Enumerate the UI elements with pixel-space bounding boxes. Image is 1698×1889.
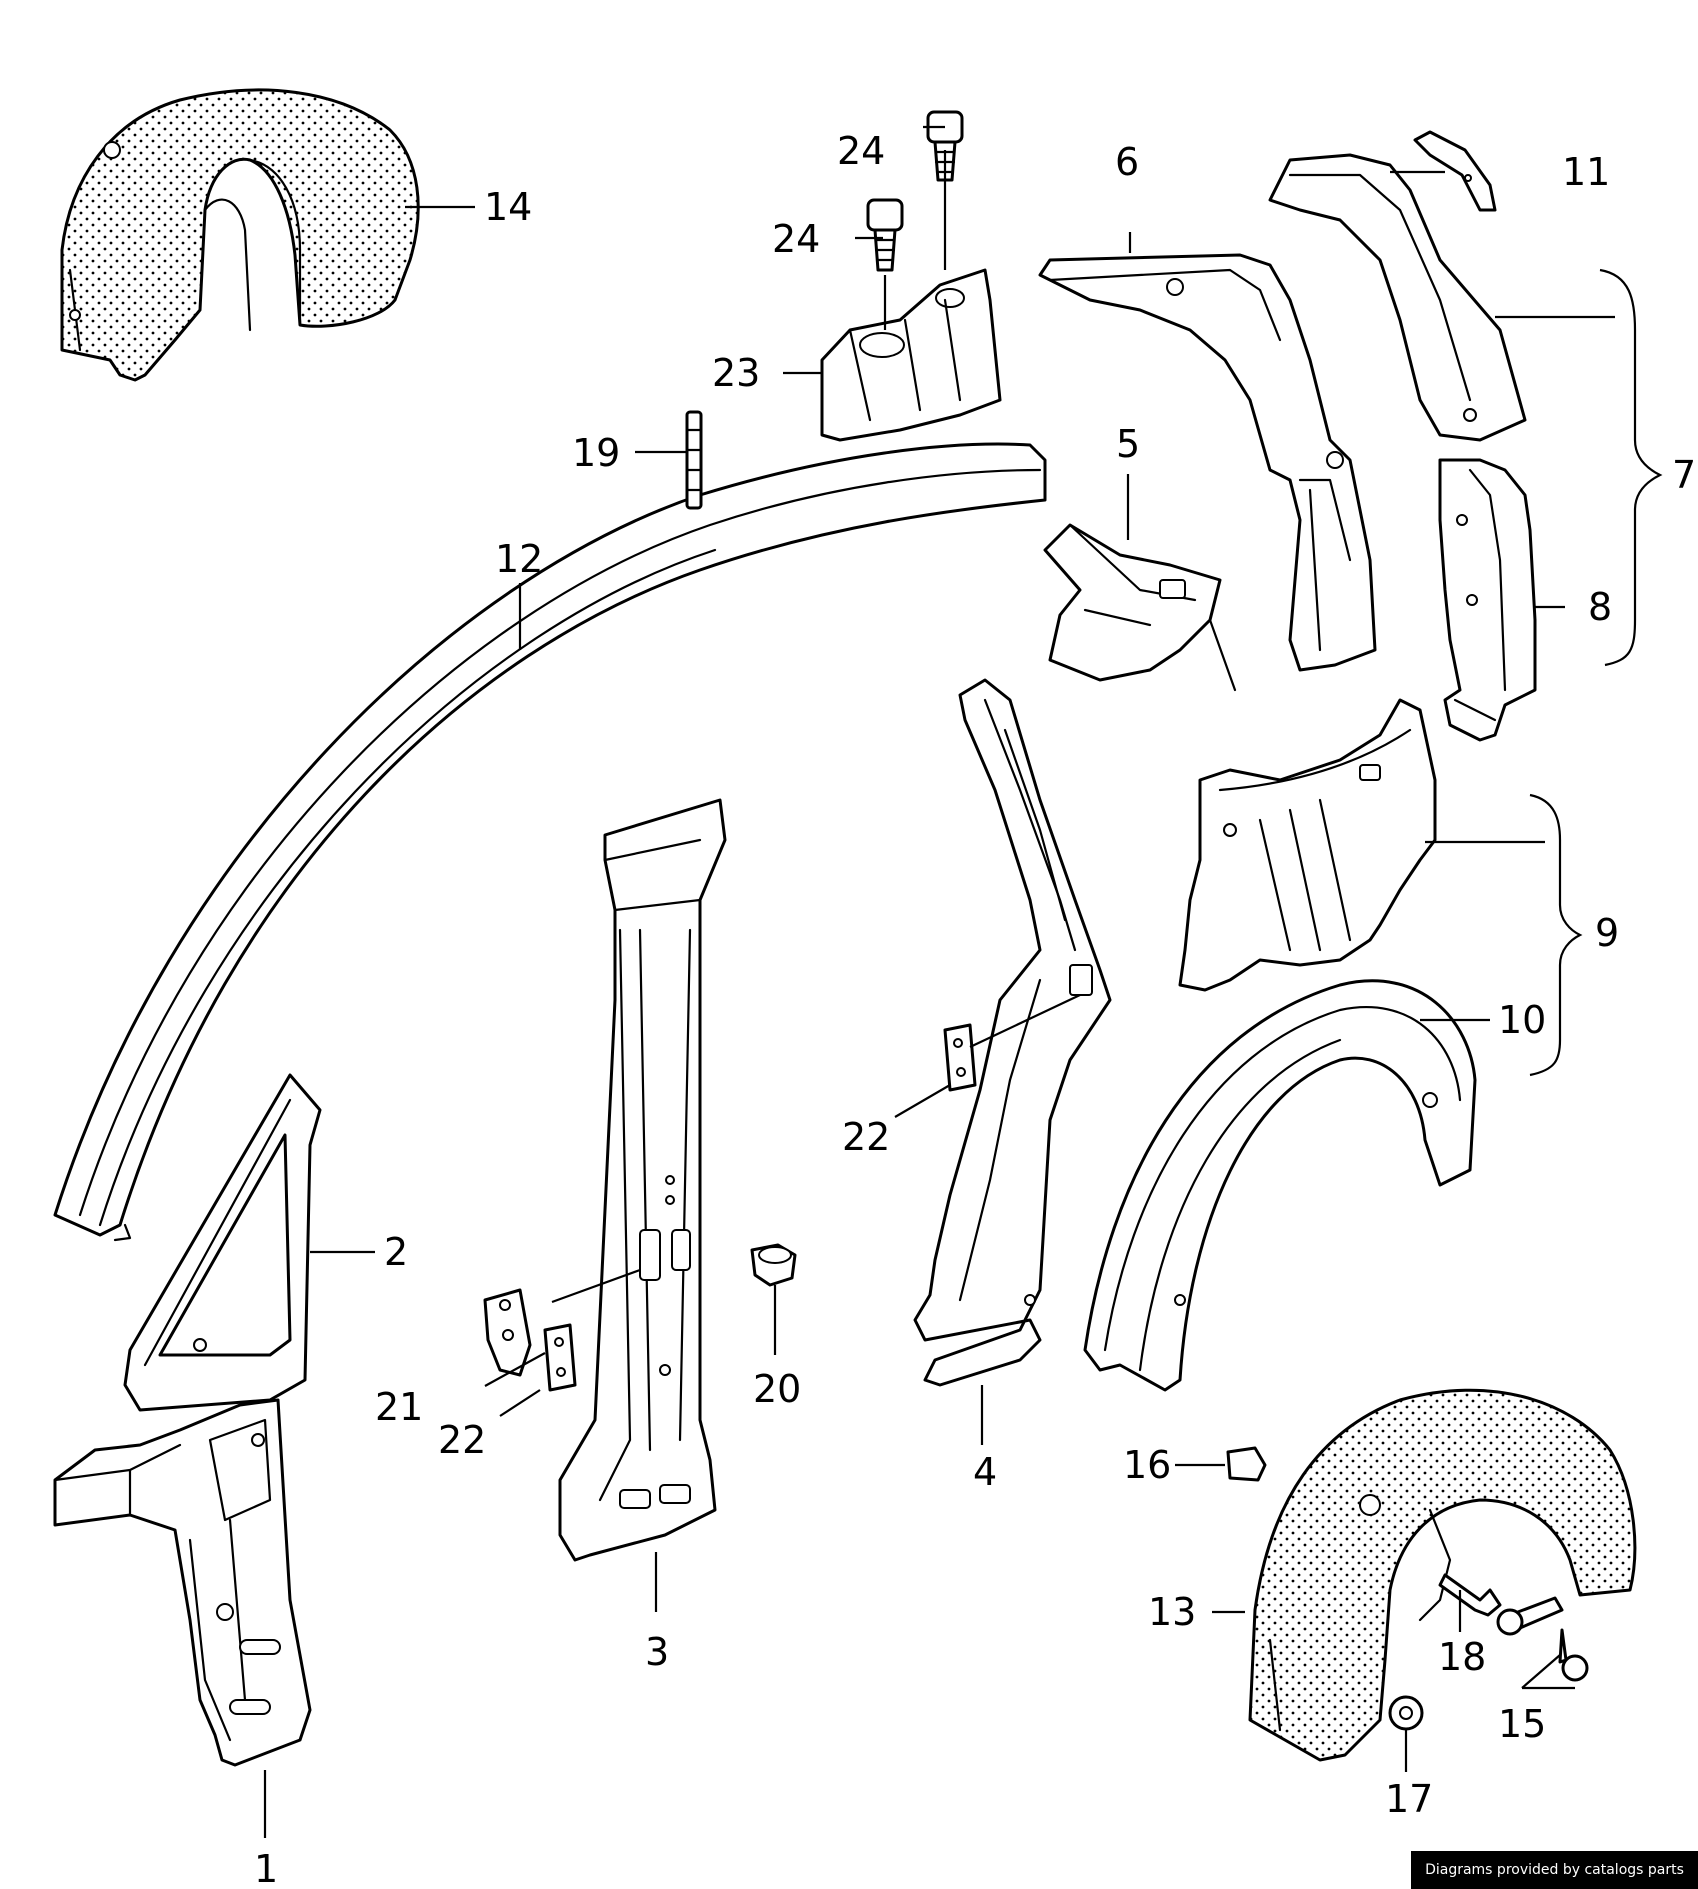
callout-22-left: 22	[438, 1418, 486, 1462]
bolt-24-lower	[866, 198, 904, 272]
bracket-5	[1043, 523, 1237, 692]
screw-18	[1438, 1573, 1502, 1617]
callout-2: 2	[384, 1230, 408, 1274]
stud-19	[685, 410, 703, 510]
callout-13: 13	[1148, 1590, 1196, 1634]
a-pillar-lower-1	[53, 1398, 312, 1767]
callout-18: 18	[1438, 1635, 1486, 1679]
callout-17: 17	[1385, 1777, 1433, 1821]
callout-9: 9	[1595, 911, 1619, 955]
callout-20: 20	[753, 1367, 801, 1411]
callout-15: 15	[1498, 1702, 1546, 1746]
screw-15a	[1496, 1596, 1564, 1636]
clip-16	[1226, 1446, 1267, 1482]
callout-12: 12	[495, 537, 543, 581]
wheel-arch-outer-10	[1083, 979, 1477, 1392]
callout-3: 3	[645, 1630, 669, 1674]
trim-strip-11	[1413, 130, 1497, 212]
callout-labels: 14 24 24 23 19 12 6 5 11 7 8 9 10 2 22 2…	[254, 129, 1696, 1889]
plug-20	[750, 1243, 797, 1287]
callout-14: 14	[484, 185, 532, 229]
bracket-21	[483, 1288, 532, 1377]
callout-4: 4	[973, 1450, 997, 1494]
callout-5: 5	[1116, 422, 1140, 466]
plate-22-right	[943, 1023, 977, 1092]
rear-pillar-outer-7	[1268, 153, 1527, 442]
callout-16: 16	[1123, 1443, 1171, 1487]
callout-22-right: 22	[842, 1115, 890, 1159]
callout-8: 8	[1588, 585, 1612, 629]
bolt-24-upper	[926, 110, 964, 182]
reinforcement-8	[1438, 458, 1537, 742]
callout-7: 7	[1672, 453, 1696, 497]
rear-pillar-6	[1038, 253, 1377, 672]
callout-23: 23	[712, 351, 760, 395]
callout-10: 10	[1498, 998, 1546, 1042]
callout-24-lower: 24	[772, 217, 820, 261]
credit-footer: Diagrams provided by catalogs parts	[1411, 1851, 1698, 1889]
wheel-housing-liner-14	[60, 88, 420, 382]
callout-6: 6	[1115, 140, 1139, 184]
plate-22-left	[543, 1323, 577, 1392]
quarter-panel-2	[123, 1073, 322, 1412]
roof-rail-12	[53, 442, 1047, 1242]
callout-11: 11	[1562, 150, 1610, 194]
callout-19: 19	[572, 431, 620, 475]
mount-bracket-23	[820, 268, 1002, 442]
callout-1: 1	[254, 1847, 278, 1889]
screw-15b	[1558, 1628, 1589, 1682]
wheel-housing-liner-13	[1248, 1388, 1637, 1762]
c-pillar-inner-4	[913, 678, 1112, 1387]
b-pillar-3	[558, 798, 727, 1562]
callout-24-upper: 24	[837, 129, 885, 173]
nut-17	[1388, 1695, 1424, 1731]
credit-text: Diagrams provided by catalogs parts	[1425, 1862, 1684, 1878]
wheel-arch-inner-9	[1178, 698, 1437, 992]
leader-lines	[263, 125, 1663, 1838]
callout-21: 21	[375, 1385, 423, 1429]
